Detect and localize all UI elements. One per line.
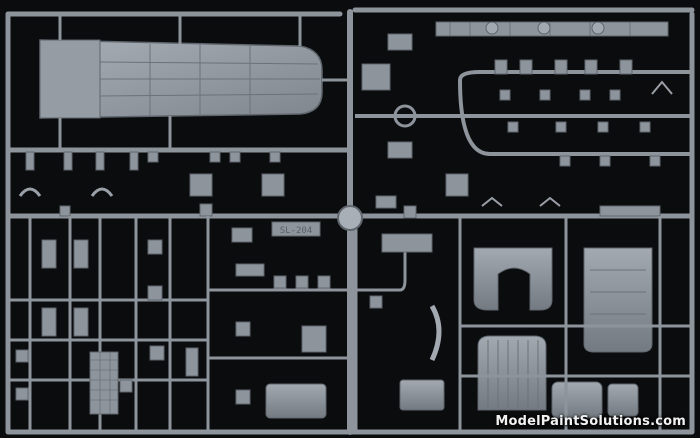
linkage-parts: [494, 59, 673, 167]
seat-part-right: [583, 247, 653, 353]
right-runners: [458, 216, 690, 432]
small-fittings: [15, 227, 383, 405]
lower-middle-parts: [265, 233, 445, 419]
small-parts-row: [18, 151, 285, 217]
sprue-code-tag: SL-204: [271, 221, 321, 237]
cargo-bed-part: [39, 14, 350, 150]
runner-loop: [355, 70, 690, 156]
center-parts: [337, 33, 469, 231]
sprue-code-text: SL-204: [280, 226, 313, 236]
mesh-plate: [89, 351, 119, 415]
watermark: ModelPaintSolutions.com: [495, 414, 686, 429]
grille-part: [435, 21, 669, 37]
seat-part-left: [473, 247, 553, 311]
seat-back-part: [477, 335, 547, 411]
